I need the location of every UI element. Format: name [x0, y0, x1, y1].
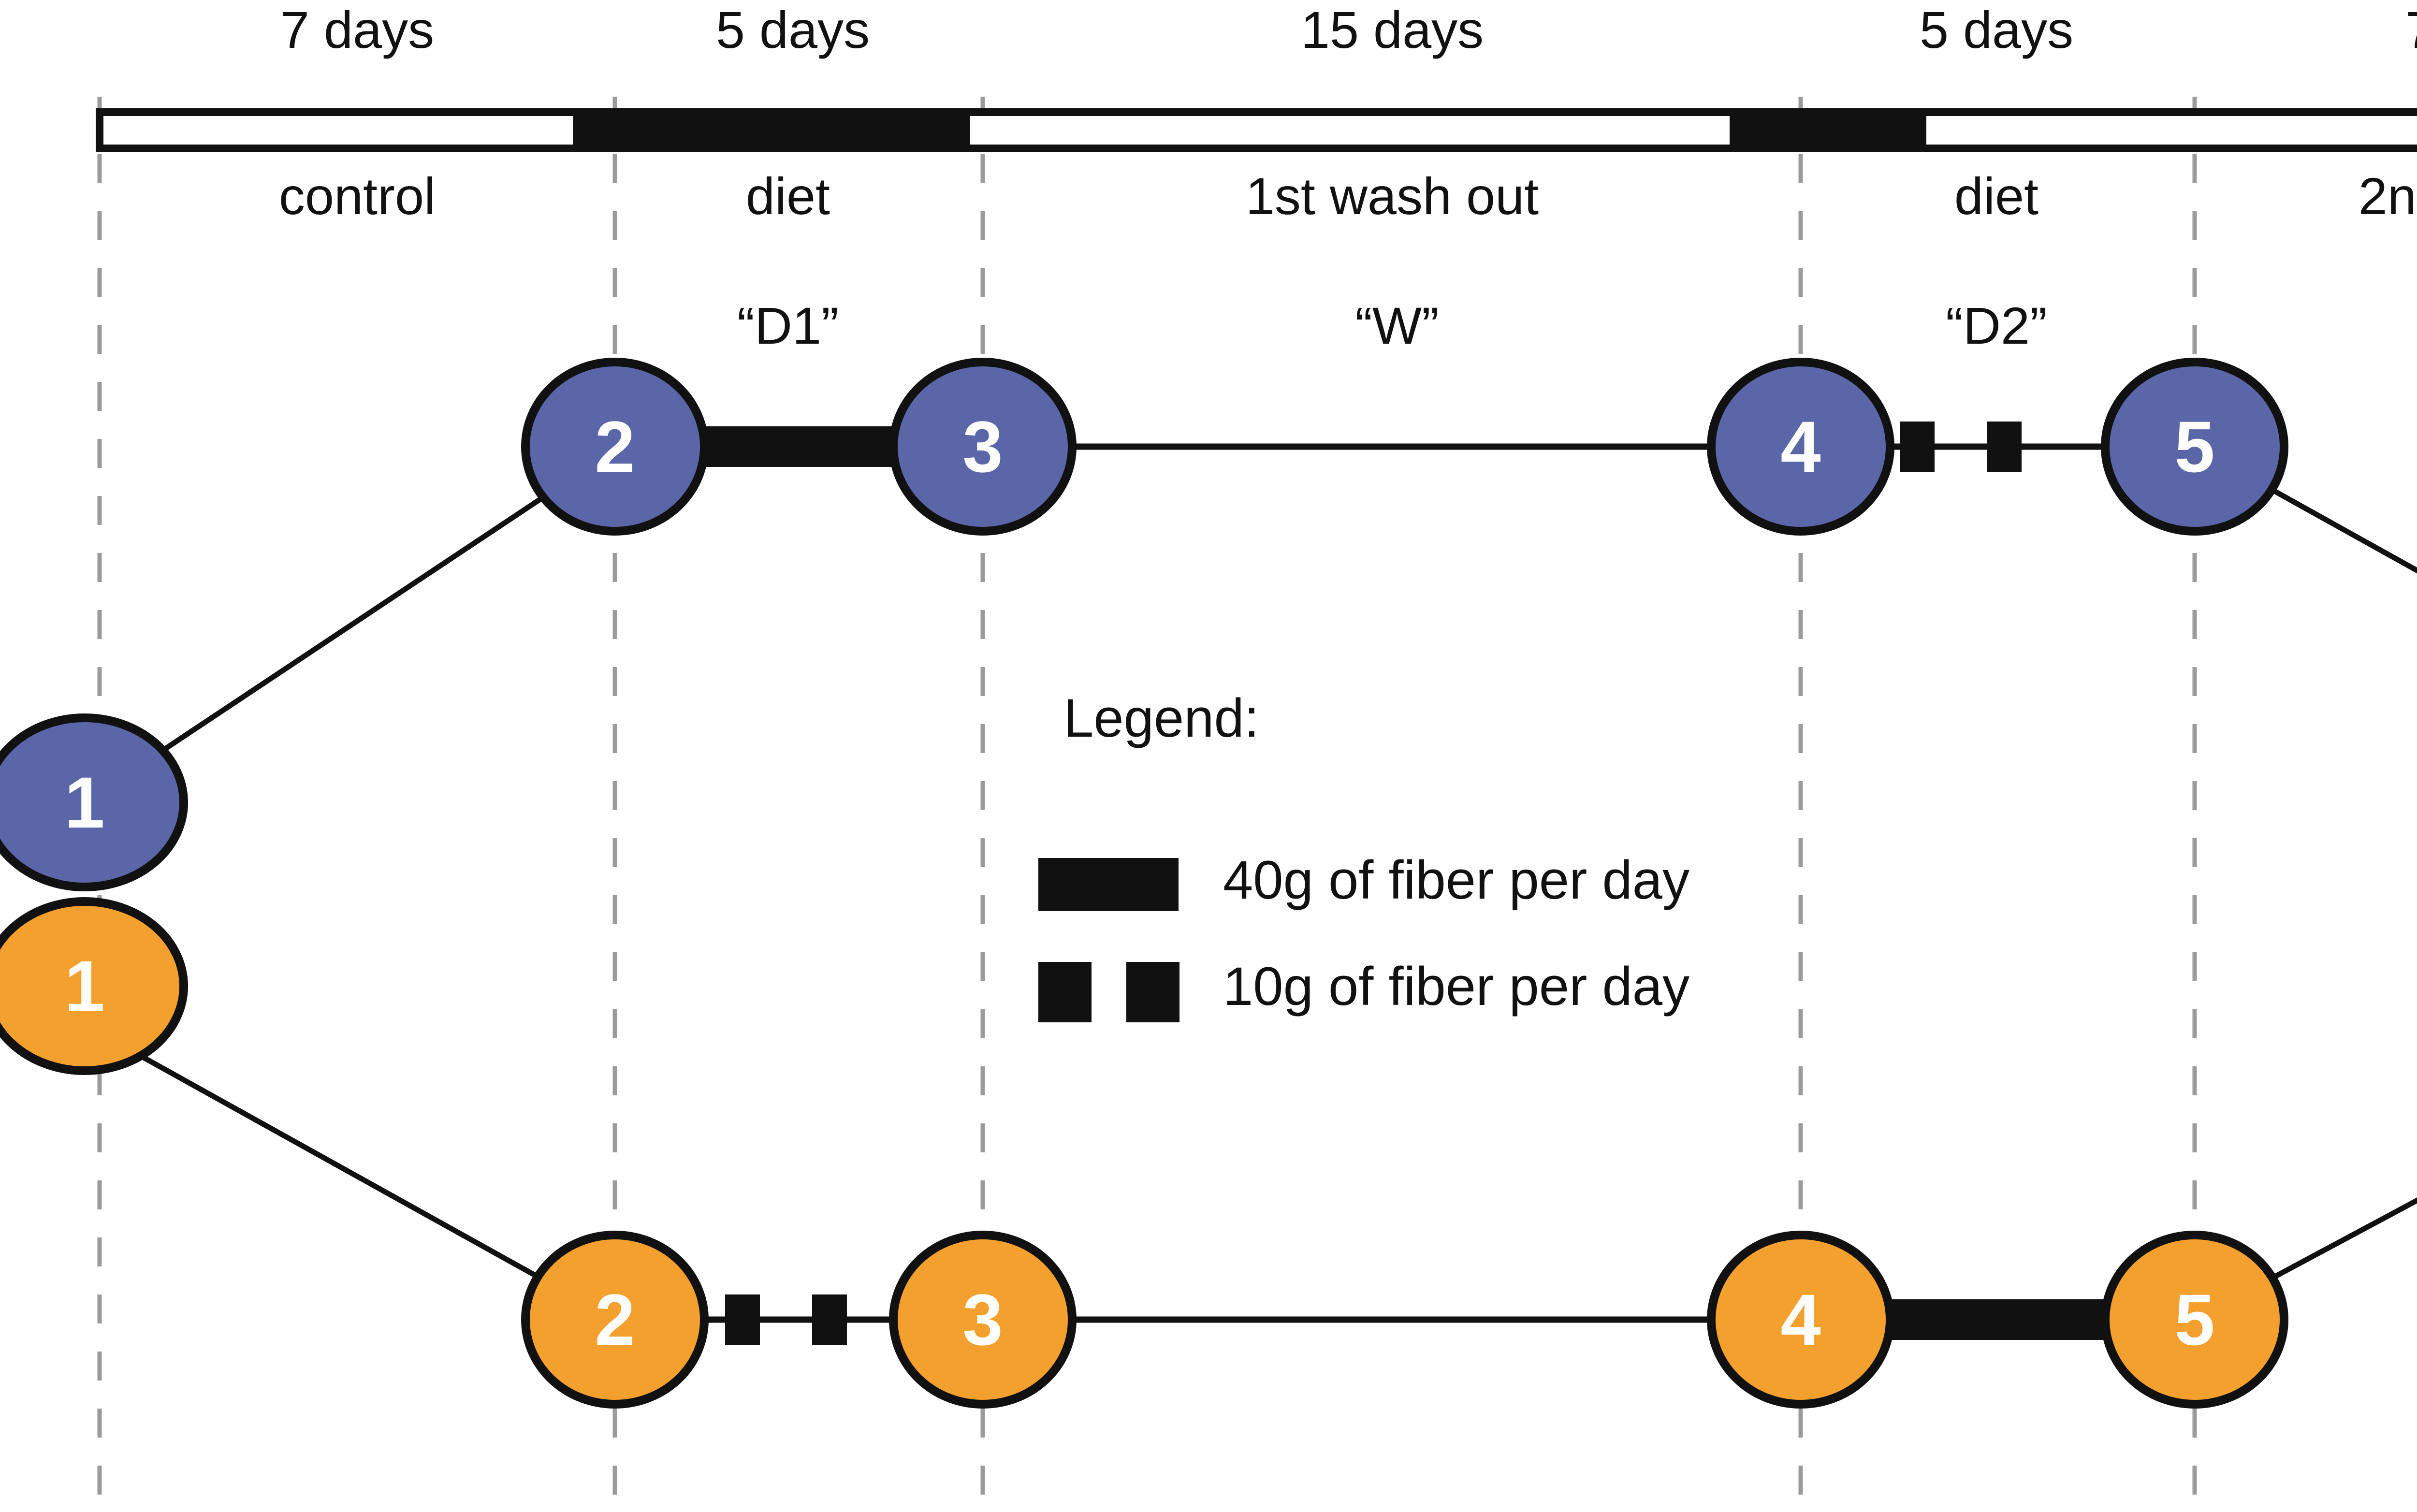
phase-label-washout2: 2nd wash out	[2358, 167, 2417, 225]
phase-gridlines	[97, 97, 2197, 1503]
node-orange-3[interactable]: 3	[889, 1231, 1077, 1409]
timeline-segment-diet1	[573, 109, 970, 152]
timeline-bar-outline	[96, 108, 2417, 152]
phase-label-control: control	[278, 167, 436, 225]
node-orange-1[interactable]: 1	[0, 897, 188, 1075]
duration-label-diet1: 5 days	[715, 0, 870, 59]
connector-orange-5-6	[2193, 1197, 2417, 1322]
node-blue-5-label: 5	[2174, 406, 2214, 487]
node-orange-2-label: 2	[595, 1279, 635, 1360]
node-blue-5[interactable]: 5	[2101, 358, 2288, 536]
node-orange-5-label: 5	[2174, 1279, 2214, 1360]
arm-orange-connectors	[83, 1022, 2417, 1345]
phase-label-diet2: diet	[1954, 167, 2039, 225]
duration-label-washout2: 7 days	[2405, 4, 2417, 56]
legend-item-40g-label: 40g of fiber per day	[1223, 850, 1690, 910]
timeline-bar	[96, 108, 2417, 152]
arm-blue-nodes: 1 2 3 4 5 6	[0, 358, 2288, 891]
node-orange-4-label: 4	[1780, 1279, 1820, 1360]
node-orange-2[interactable]: 2	[521, 1231, 709, 1409]
legend-swatches	[1038, 858, 1179, 1022]
node-orange-3-label: 3	[962, 1279, 1003, 1360]
node-orange-4[interactable]: 4	[1707, 1231, 1894, 1409]
node-blue-1[interactable]: 1	[0, 713, 188, 891]
node-blue-3-label: 3	[962, 406, 1003, 487]
interval-label-d1: “D1”	[737, 296, 839, 355]
legend-thick-swatch	[1038, 858, 1179, 911]
legend-dashed-swatch	[1038, 962, 1179, 1022]
interval-label-d2: “D2”	[1946, 296, 2047, 355]
phase-label-washout1: 1st wash out	[1245, 167, 1539, 225]
node-blue-4-label: 4	[1780, 406, 1820, 487]
duration-label-diet2: 5 days	[1919, 0, 2074, 59]
duration-label-washout1: 15 days	[1300, 0, 1484, 59]
node-blue-4[interactable]: 4	[1707, 358, 1894, 536]
interval-label-w: “W”	[1355, 296, 1439, 355]
node-blue-2-label: 2	[595, 406, 635, 487]
timeline-segment-diet2	[1730, 109, 1926, 152]
node-blue-2[interactable]: 2	[521, 358, 709, 536]
legend-title: Legend:	[1063, 688, 1259, 748]
node-blue-3[interactable]: 3	[889, 358, 1077, 536]
arm-orange-nodes: 1 2 3 4 5 6	[0, 897, 2288, 1409]
connector-blue-1-2	[83, 447, 617, 805]
phase-label-diet1: diet	[745, 167, 830, 225]
node-blue-1-label: 1	[64, 762, 104, 843]
node-orange-5[interactable]: 5	[2101, 1231, 2288, 1409]
duration-label-control: 7 days	[280, 0, 435, 59]
connector-blue-5-6	[2193, 444, 2417, 574]
connector-orange-1-2	[83, 1022, 616, 1322]
node-orange-1-label: 1	[64, 945, 104, 1027]
legend-item-10g-label: 10g of fiber per day	[1223, 956, 1690, 1017]
